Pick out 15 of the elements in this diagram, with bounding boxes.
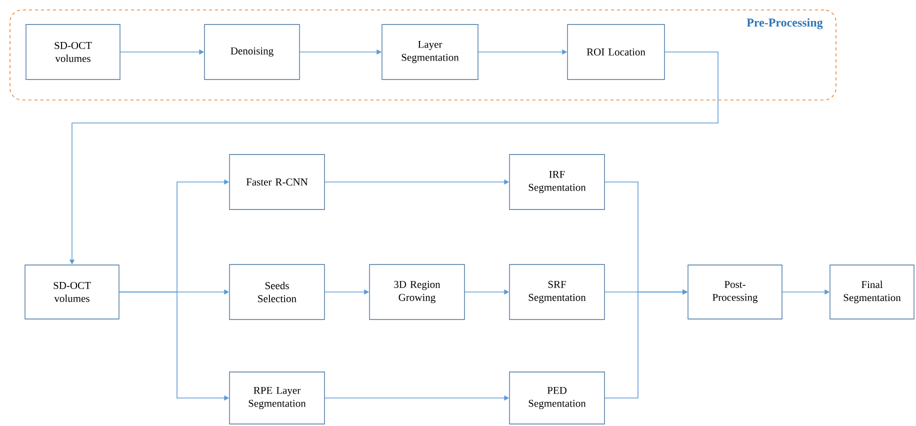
process-box: Denoising: [204, 24, 300, 80]
process-box: Faster R-CNN: [229, 154, 325, 210]
process-box: SD-OCT volumes: [24, 264, 120, 320]
process-box: Post-Processing: [688, 264, 782, 320]
process-box: IRF Segmentation: [509, 154, 605, 210]
process-box: SD-OCT volumes: [26, 24, 120, 80]
process-box: Final Segmentation: [830, 264, 914, 320]
process-box: PED Segmentation: [509, 372, 605, 424]
process-box: 3D Region Growing: [369, 264, 465, 320]
process-box: Layer Segmentation: [382, 24, 478, 80]
process-box: SRF Segmentation: [509, 264, 605, 320]
group-title: Pre-Processing: [746, 18, 823, 30]
process-box: ROI Location: [567, 24, 665, 80]
process-box: RPE Layer Segmentation: [229, 372, 325, 424]
process-box: Seeds Selection: [229, 264, 325, 320]
